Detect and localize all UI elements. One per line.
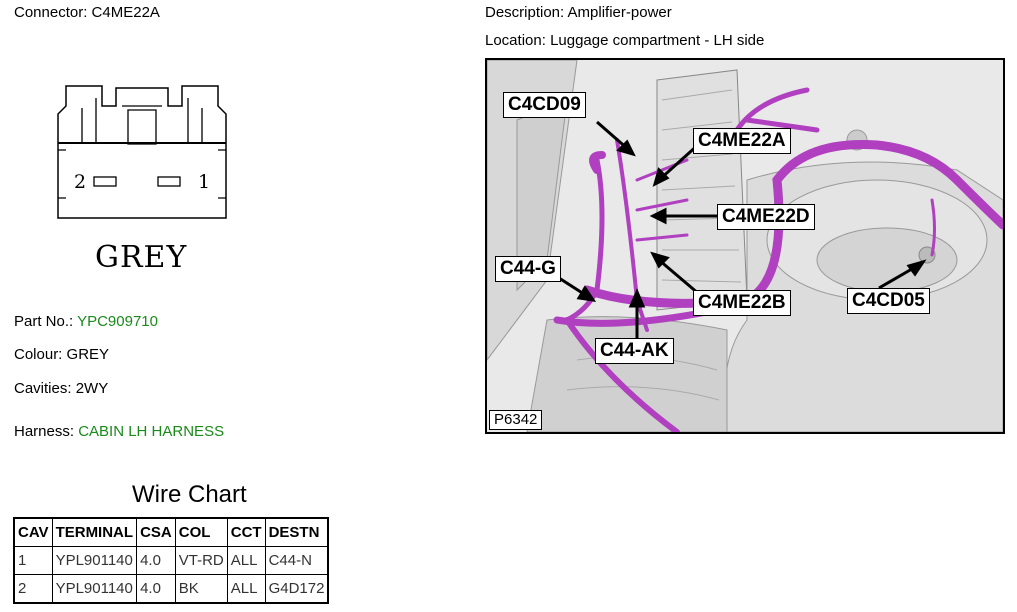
cavities-label: Cavities:: [14, 380, 72, 397]
header-cct: CCT: [226, 518, 266, 547]
cell-cav: 2: [14, 574, 53, 603]
cavities-line: Cavities: 2WY: [14, 380, 108, 398]
table-row: 2 YPL901140 4.0 BK ALL G4D172: [14, 574, 329, 603]
callout-c4cd05: C4CD05: [847, 288, 930, 314]
header-terminal: TERMINAL: [51, 518, 138, 547]
location-label: Location:: [485, 32, 546, 49]
description-line: Description: Amplifier-power: [485, 4, 672, 22]
cell-destn: C44-N: [264, 546, 329, 575]
cell-csa: 4.0: [136, 546, 176, 575]
connector-face-diagram: 2 1: [57, 85, 227, 219]
connector-label: Connector:: [14, 4, 88, 21]
connector-heading: Connector: C4ME22A: [14, 4, 160, 22]
table-header-row: CAV TERMINAL CSA COL CCT DESTN: [14, 518, 329, 547]
location-value: Luggage compartment - LH side: [550, 32, 765, 49]
header-destn: DESTN: [264, 518, 329, 547]
callout-c4me22a: C4ME22A: [693, 128, 791, 154]
cell-destn: G4D172: [264, 574, 329, 603]
cell-csa: 4.0: [136, 574, 176, 603]
part-no-line: Part No.: YPC909710: [14, 313, 158, 331]
header-csa: CSA: [136, 518, 176, 547]
harness-label: Harness:: [14, 423, 75, 440]
colour-line: Colour: GREY: [14, 346, 109, 364]
cell-cct: ALL: [226, 574, 266, 603]
cell-terminal: YPL901140: [51, 546, 138, 575]
part-no-link[interactable]: YPC909710: [77, 313, 158, 330]
harness-link[interactable]: CABIN LH HARNESS: [78, 423, 225, 440]
callout-c44-ak: C44-AK: [595, 338, 674, 364]
part-no-label: Part No.:: [14, 313, 74, 330]
cell-cct: ALL: [226, 546, 266, 575]
header-col: COL: [174, 518, 228, 547]
connector-colour-caption: GREY: [95, 240, 188, 275]
pin-1-label: 1: [198, 171, 210, 193]
header-cav: CAV: [14, 518, 53, 547]
description-label: Description:: [485, 4, 565, 21]
harness-line: Harness: CABIN LH HARNESS: [14, 423, 224, 441]
colour-label: Colour:: [14, 346, 63, 363]
cavities-value: 2WY: [75, 380, 109, 397]
connector-id: C4ME22A: [91, 4, 160, 21]
location-line: Location: Luggage compartment - LH side: [485, 32, 764, 50]
cell-terminal: YPL901140: [51, 574, 138, 603]
table-row: 1 YPL901140 4.0 VT-RD ALL C44-N: [14, 546, 329, 575]
description-value: Amplifier-power: [567, 4, 672, 21]
callout-c4me22d: C4ME22D: [717, 204, 815, 230]
cell-cav: 1: [14, 546, 53, 575]
pin-2-label: 2: [74, 171, 86, 193]
colour-value: GREY: [66, 346, 110, 363]
location-photo: C4CD09 C4ME22A C4ME22D C44-G C4ME22B C4C…: [485, 58, 1005, 434]
wire-chart-title: Wire Chart: [132, 481, 247, 508]
cell-col: BK: [174, 574, 228, 603]
photo-reference-label: P6342: [489, 410, 543, 430]
callout-c4cd09: C4CD09: [503, 92, 586, 118]
cell-col: VT-RD: [174, 546, 228, 575]
callout-c4me22b: C4ME22B: [693, 290, 791, 316]
wire-chart-table: CAV TERMINAL CSA COL CCT DESTN 1 YPL9011…: [12, 517, 330, 604]
callout-c44-g: C44-G: [495, 256, 561, 282]
